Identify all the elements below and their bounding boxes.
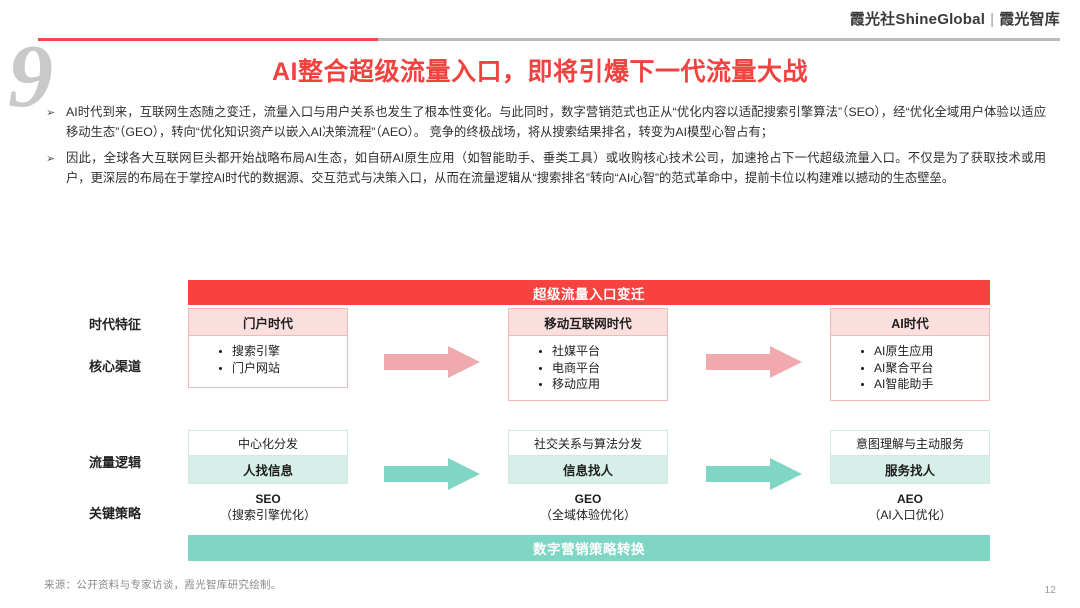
list-item: ➢ 因此，全球各大互联网巨头都开始战略布局AI生态，如自研AI原生应用（如智能助… bbox=[46, 149, 1046, 188]
logic-card-portal: 中心化分发 人找信息 bbox=[188, 430, 348, 484]
era-channels: AI原生应用 AI聚合平台 AI智能助手 bbox=[830, 336, 990, 401]
strategy-key: GEO bbox=[574, 492, 602, 506]
header-divider-accent bbox=[38, 38, 378, 41]
list-item: AI聚合平台 bbox=[861, 360, 989, 377]
list-item: 搜索引擎 bbox=[219, 343, 347, 360]
logic-card-ai: 意图理解与主动服务 服务找人 bbox=[830, 430, 990, 484]
page-title: AI整合超级流量入口，即将引爆下一代流量大战 bbox=[271, 58, 808, 86]
logic-bottom-label: 信息找人 bbox=[508, 456, 668, 484]
bullet-arrow-icon: ➢ bbox=[46, 153, 56, 165]
era-card-portal: 门户时代 搜索引擎 门户网站 bbox=[188, 308, 348, 388]
diagram: 时代特征 核心渠道 流量逻辑 关键策略 超级流量入口变迁 门户时代 搜索引擎 门… bbox=[0, 270, 1080, 570]
list-item: 电商平台 bbox=[539, 360, 667, 377]
list-item: 移动应用 bbox=[539, 376, 667, 393]
logic-card-mobile: 社交关系与算法分发 信息找人 bbox=[508, 430, 668, 484]
list-item: AI智能助手 bbox=[861, 376, 989, 393]
brand-cn: 霞光社 bbox=[849, 11, 896, 28]
row-label-logic: 流量逻辑 bbox=[88, 455, 141, 470]
row-label-channel: 核心渠道 bbox=[88, 359, 141, 374]
brand-sub: 霞光智库 bbox=[999, 11, 1060, 28]
arrow-right-pink-icon bbox=[706, 346, 802, 378]
strategy-value: （AI入口优化） bbox=[868, 508, 952, 522]
logic-bottom-label: 服务找人 bbox=[830, 456, 990, 484]
strategy-value: （全域体验优化） bbox=[539, 508, 636, 522]
row-label-strategy: 关键策略 bbox=[88, 506, 141, 521]
bullet-text: 因此，全球各大互联网巨头都开始战略布局AI生态，如自研AI原生应用（如智能助手、… bbox=[66, 151, 1046, 185]
era-card-ai: AI时代 AI原生应用 AI聚合平台 AI智能助手 bbox=[830, 308, 990, 401]
era-title: 移动互联网时代 bbox=[508, 308, 668, 336]
page-number: 12 bbox=[1044, 584, 1056, 596]
source-note: 来源：公开资料与专家访谈，霞光智库研究绘制。 bbox=[44, 579, 282, 591]
brand-separator: | bbox=[990, 11, 995, 28]
logic-top-label: 意图理解与主动服务 bbox=[830, 430, 990, 456]
bottom-banner: 数字营销策略转换 bbox=[188, 535, 990, 561]
bullet-arrow-icon: ➢ bbox=[46, 107, 56, 119]
row-label-era: 时代特征 bbox=[88, 317, 141, 332]
arrow-right-teal-icon bbox=[384, 458, 480, 490]
strategy-value: （搜索引擎优化） bbox=[219, 508, 316, 522]
era-title: AI时代 bbox=[830, 308, 990, 336]
bullet-text: AI时代到来，互联网生态随之变迁，流量入口与用户关系也发生了根本性变化。与此同时… bbox=[66, 105, 1046, 139]
logic-top-label: 中心化分发 bbox=[188, 430, 348, 456]
logic-bottom-label: 人找信息 bbox=[188, 456, 348, 484]
list-item: 门户网站 bbox=[219, 360, 347, 377]
strategy-mobile: GEO （全域体验优化） bbox=[508, 492, 668, 523]
slide-number: 9 bbox=[8, 27, 53, 126]
logic-top-label: 社交关系与算法分发 bbox=[508, 430, 668, 456]
top-banner: 超级流量入口变迁 bbox=[188, 280, 990, 305]
brand-en: ShineGlobal bbox=[895, 11, 986, 28]
bullet-list: ➢ AI时代到来，互联网生态随之变迁，流量入口与用户关系也发生了根本性变化。与此… bbox=[46, 103, 1046, 195]
header-divider bbox=[38, 38, 1060, 41]
list-item: AI原生应用 bbox=[861, 343, 989, 360]
arrow-right-pink-icon bbox=[384, 346, 480, 378]
era-card-mobile: 移动互联网时代 社媒平台 电商平台 移动应用 bbox=[508, 308, 668, 401]
strategy-ai: AEO （AI入口优化） bbox=[830, 492, 990, 523]
era-title: 门户时代 bbox=[188, 308, 348, 336]
strategy-portal: SEO （搜索引擎优化） bbox=[188, 492, 348, 523]
strategy-key: SEO bbox=[255, 492, 281, 506]
list-item: ➢ AI时代到来，互联网生态随之变迁，流量入口与用户关系也发生了根本性变化。与此… bbox=[46, 103, 1046, 142]
era-channels: 社媒平台 电商平台 移动应用 bbox=[508, 336, 668, 401]
arrow-right-teal-icon bbox=[706, 458, 802, 490]
list-item: 社媒平台 bbox=[539, 343, 667, 360]
era-channels: 搜索引擎 门户网站 bbox=[188, 336, 348, 388]
strategy-key: AEO bbox=[896, 492, 923, 506]
brand-logo: 霞光社ShineGlobal|霞光智库 bbox=[850, 8, 1060, 29]
